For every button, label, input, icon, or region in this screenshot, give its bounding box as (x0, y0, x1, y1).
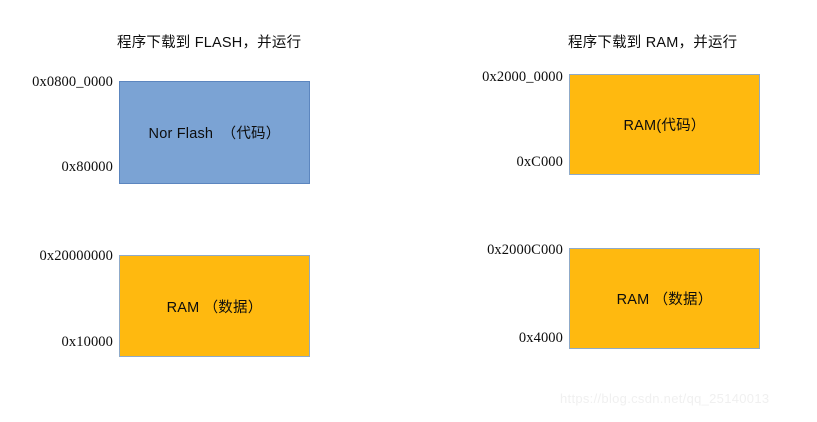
memory-block-label-ram-code-right: RAM(代码） (623, 118, 706, 134)
address-label-nor-flash-bottom: 0x80000 (61, 159, 113, 175)
column-title-ram-scenario: 程序下载到 RAM，并运行 (568, 35, 738, 51)
address-label-ram-data-right-bottom: 0x4000 (518, 330, 563, 346)
address-label-nor-flash-top: 0x0800_0000 (32, 74, 113, 90)
address-label-ram-data-left-bottom: 0x10000 (61, 334, 113, 350)
address-label-ram-data-right-top: 0x2000C000 (487, 242, 563, 258)
address-label-ram-code-right-bottom: 0xC000 (516, 154, 563, 170)
address-label-ram-data-left-top: 0x20000000 (39, 248, 113, 264)
memory-block-nor-flash-code: Nor Flash （代码） (119, 81, 310, 184)
memory-block-ram-data-right: RAM （数据） (569, 248, 760, 349)
address-label-ram-code-right-top: 0x2000_0000 (482, 69, 563, 85)
memory-block-label-ram-data-right: RAM （数据） (616, 292, 713, 308)
memory-block-label-ram-data-left: RAM （数据） (166, 299, 263, 316)
memory-block-ram-code-right: RAM(代码） (569, 74, 760, 175)
memory-block-label-nor-flash-code: Nor Flash （代码） (148, 126, 281, 142)
memory-block-ram-data-left: RAM （数据） (119, 255, 310, 357)
csdn-watermark: https://blog.csdn.net/qq_25140013 (560, 391, 770, 406)
column-title-flash-scenario: 程序下载到 FLASH，并运行 (117, 35, 302, 51)
